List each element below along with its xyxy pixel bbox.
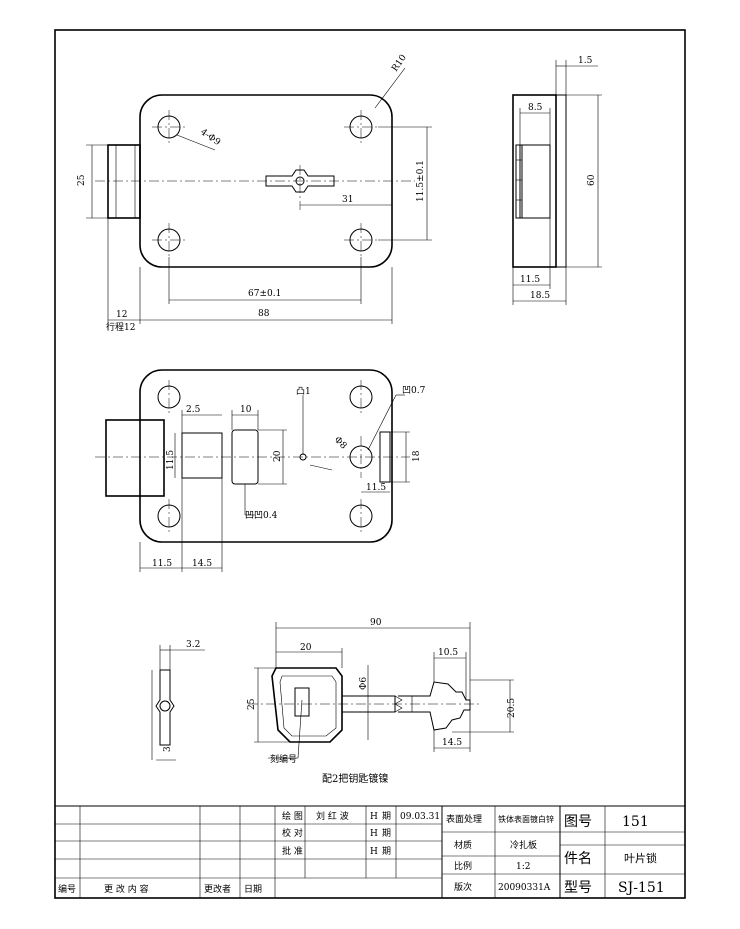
tb-scale-label: 比例: [454, 860, 472, 872]
dim-11-5h: 11.5: [366, 483, 386, 493]
key-number-note: 刻编号: [270, 753, 297, 765]
key-views: 3.2 3 90 20 10.5 Φ6 25 20.5 14.5 刻编号 配2把…: [151, 618, 517, 785]
dim-key-3-2: 3.2: [186, 640, 200, 650]
dim-key-14-5: 14.5: [442, 738, 462, 748]
dim-31: 31: [342, 195, 353, 205]
dim-18: 18: [412, 450, 422, 462]
dim-concave: 凹0.7: [402, 386, 426, 396]
tb-scale-value: 1:2: [516, 862, 530, 872]
dim-side-11-5: 11.5: [520, 275, 540, 285]
dim-10: 10: [240, 405, 252, 415]
tb-approve-label: 批 准: [282, 845, 303, 857]
key-bit: [398, 681, 471, 731]
dim-20: 20: [273, 450, 283, 462]
dim-key-10-5: 10.5: [438, 648, 458, 658]
title-block: 绘 图 刘 红 波 H 期 09.03.31 校 对 H 期 批 准 H 期 表…: [55, 805, 685, 898]
bolt-outline: [107, 144, 141, 219]
tb-draw-label: 绘 图: [282, 810, 303, 822]
tb-period2: 期: [382, 828, 391, 839]
sheet-border: [54, 29, 686, 899]
dim-18-5: 18.5: [530, 291, 550, 301]
dim-8-5: 8.5: [528, 103, 543, 113]
key-caption: 配2把钥匙镀镍: [322, 772, 388, 785]
dim-key-3: 3: [163, 746, 173, 752]
keyhole-icon: [265, 169, 335, 193]
dim-key-90: 90: [370, 618, 382, 628]
side-view: 1.5 8.5 60 11.5 18.5: [512, 56, 602, 305]
dim-67: 67±0.1: [248, 289, 281, 299]
tb-surface-label: 表面处理: [446, 813, 482, 825]
tb-surface-value: 铁体表面镀白锌: [498, 814, 554, 824]
tb-drawer: 刘 红 波: [316, 810, 349, 822]
tb-material-label: 材质: [454, 839, 472, 851]
tb-check-label: 校 对: [282, 827, 303, 839]
tb-material-value: 冷扎板: [510, 839, 537, 851]
tb-rev-date: 日期: [244, 884, 262, 895]
tb-date: 09.03.31: [400, 812, 440, 822]
section-view: 2.5 10 11.5 20 凸1 凹0.7 Φ8 18 11.5 凹凹0.4 …: [95, 369, 426, 572]
tb-drawing-no-label: 图号: [564, 814, 592, 830]
dim-phi8: Φ8: [332, 435, 349, 452]
key-bow: [271, 667, 343, 743]
dim-1-5: 1.5: [578, 56, 593, 66]
dim-11-5v: 11.5: [166, 450, 176, 470]
tb-part-name-label: 件名: [564, 851, 592, 867]
dim-12: 12: [116, 310, 127, 320]
tb-period3: 期: [382, 846, 391, 857]
top-view: 25 11.5±0.1 31 67±0.1 88 12 行程12 R10 4-Φ…: [77, 53, 432, 333]
tb-period: 期: [382, 811, 391, 822]
dim-60: 60: [587, 174, 597, 186]
tb-h: H: [370, 812, 378, 822]
dim-88: 88: [258, 309, 270, 319]
dim-14-5b: 14.5: [192, 559, 212, 569]
tb-h3: H: [370, 847, 378, 857]
tb-drawing-no-value: 151: [622, 814, 649, 830]
dim-11-5b: 11.5: [152, 559, 172, 569]
tb-version-label: 版次: [454, 881, 472, 893]
dim-2-5: 2.5: [186, 405, 201, 415]
dim-11-5: 11.5±0.1: [416, 160, 426, 202]
tb-rev-content: 更 改 内 容: [104, 883, 149, 895]
dim-stroke: 行程12: [106, 321, 135, 333]
tb-rev-no: 编号: [58, 883, 76, 895]
bolt-section: [105, 419, 165, 497]
key-side-view: [155, 669, 175, 746]
tb-version-value: 20090331A: [498, 883, 551, 893]
dim-convex: 凸1: [296, 386, 311, 397]
tb-h2: H: [370, 829, 378, 839]
dim-concave2: 凹凹0.4: [245, 511, 278, 521]
dim-key-20-5: 20.5: [507, 698, 517, 718]
dim-25: 25: [77, 174, 87, 186]
dim-key-25: 25: [247, 698, 257, 710]
dim-key-phi6: Φ6: [359, 677, 369, 690]
tb-model-value: SJ-151: [618, 880, 665, 896]
dim-r10: R10: [390, 53, 409, 74]
tb-model-label: 型号: [564, 880, 592, 896]
bolt-tab: [181, 432, 223, 479]
tb-part-name-value: 叶片锁: [624, 851, 657, 865]
tb-rev-by: 更改者: [204, 883, 231, 895]
dim-key-20: 20: [300, 643, 312, 653]
